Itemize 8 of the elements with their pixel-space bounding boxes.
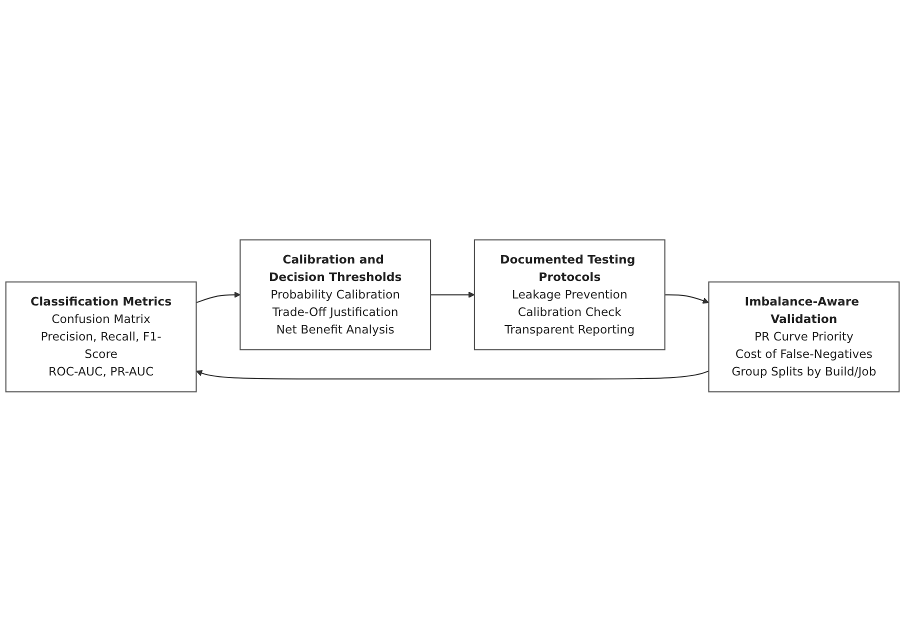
node-box: Calibration and Decision Thresholds Probability Calibration Trade-Off Justification Net Benefit Analysis bbox=[240, 239, 432, 350]
arrow bbox=[196, 370, 709, 380]
arrow bbox=[430, 292, 475, 298]
node-box: Documented Testing Protocols Leakage Prevention Calibration Check Transparent Reporting bbox=[474, 239, 666, 350]
arrow bbox=[196, 292, 240, 304]
node-box: Classification Metrics Confusion Matrix Precision, Recall, F1-Score ROC-AUC, PR-AUC bbox=[5, 282, 197, 392]
arrow bbox=[664, 294, 710, 304]
node-box: Imbalance-Aware Validation PR Curve Priority Cost of False-Negatives Group Splits by Build/Job bbox=[708, 282, 900, 392]
